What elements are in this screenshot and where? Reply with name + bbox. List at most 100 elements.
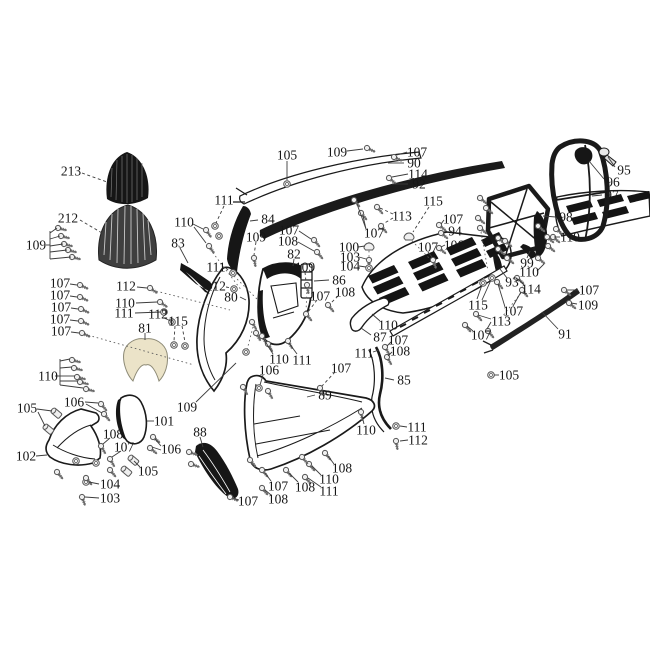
part-label-85: 85 bbox=[397, 373, 411, 388]
leader-line bbox=[264, 472, 272, 482]
leader-line bbox=[476, 284, 483, 300]
leader-line bbox=[440, 219, 445, 225]
screw-icon bbox=[54, 224, 67, 232]
screw-icon bbox=[549, 233, 561, 244]
part-label-80: 80 bbox=[224, 290, 238, 305]
grommet-icon bbox=[363, 242, 375, 251]
screw-icon bbox=[534, 222, 546, 233]
part-81-shape bbox=[123, 338, 168, 382]
leader-line bbox=[570, 302, 578, 305]
screw-icon bbox=[437, 229, 449, 240]
part-label-107: 107 bbox=[443, 212, 464, 227]
screw-icon bbox=[100, 410, 111, 422]
leader-line bbox=[49, 227, 58, 234]
leader-line bbox=[253, 241, 257, 256]
leader-line bbox=[288, 342, 298, 355]
screw-icon bbox=[246, 456, 257, 468]
leader-line bbox=[69, 295, 78, 298]
screw-icon bbox=[149, 433, 161, 444]
leader-line bbox=[264, 489, 272, 496]
leader-line bbox=[85, 403, 103, 414]
part-label-110: 110 bbox=[174, 215, 194, 230]
leader-line bbox=[49, 256, 72, 260]
part-label-110: 110 bbox=[319, 472, 339, 487]
part-label-112: 112 bbox=[408, 433, 428, 448]
part-label-111: 111 bbox=[206, 260, 225, 275]
screw-icon bbox=[429, 256, 438, 269]
screw-icon bbox=[258, 484, 269, 496]
screw-icon bbox=[76, 378, 89, 386]
part-label-107: 107 bbox=[407, 145, 428, 160]
screw-icon bbox=[301, 473, 312, 485]
part-label-91: 91 bbox=[558, 327, 572, 342]
leader-line bbox=[173, 325, 176, 342]
leader-line bbox=[329, 295, 339, 305]
leader-line bbox=[327, 455, 335, 465]
construction-line bbox=[411, 240, 432, 261]
part-label-107: 107 bbox=[50, 312, 71, 327]
screw-icon bbox=[472, 310, 483, 322]
part-label-88: 88 bbox=[193, 425, 207, 440]
leader-line bbox=[195, 362, 237, 403]
washer-icon bbox=[365, 264, 373, 272]
screw-icon bbox=[264, 387, 274, 400]
leader-line bbox=[440, 244, 446, 248]
part-label-89: 89 bbox=[318, 388, 332, 403]
part-82-dark-left bbox=[258, 290, 270, 339]
bolt-icon bbox=[50, 407, 63, 419]
leader-line bbox=[37, 411, 46, 427]
leader-line bbox=[133, 460, 141, 468]
leader-line bbox=[588, 160, 605, 180]
part-label-109: 109 bbox=[26, 238, 47, 253]
part-label-106: 106 bbox=[444, 238, 465, 253]
screw-icon bbox=[302, 310, 313, 322]
screw-icon bbox=[97, 442, 107, 455]
part-label-107: 107 bbox=[418, 240, 439, 255]
leader-lines bbox=[35, 148, 616, 501]
part-floorboard-right-treads bbox=[566, 191, 650, 225]
part-label-113: 113 bbox=[491, 314, 511, 329]
part-label-105: 105 bbox=[138, 464, 159, 479]
leader-line bbox=[358, 256, 367, 260]
part-96-shape bbox=[574, 147, 593, 165]
part-89-shape bbox=[243, 374, 376, 471]
screw-icon bbox=[494, 245, 506, 256]
screw-icon bbox=[377, 222, 388, 234]
part-label-107: 107 bbox=[51, 324, 72, 339]
leader-line bbox=[84, 401, 99, 404]
screw-icon bbox=[565, 299, 577, 310]
part-label-83: 83 bbox=[171, 236, 185, 251]
leader-line bbox=[391, 173, 409, 178]
part-label-94: 94 bbox=[448, 224, 462, 239]
washer-icon bbox=[215, 232, 223, 240]
part-label-112: 112 bbox=[206, 279, 226, 294]
leader-line bbox=[356, 203, 367, 230]
washer-icon bbox=[229, 269, 237, 277]
washer-icon bbox=[392, 422, 400, 430]
part-label-114: 114 bbox=[408, 167, 428, 182]
grommet-icon bbox=[403, 232, 415, 241]
leader-line bbox=[292, 258, 295, 267]
part-label-112: 112 bbox=[116, 279, 136, 294]
leader-line bbox=[346, 148, 364, 152]
leader-line bbox=[360, 327, 372, 336]
leader-line bbox=[70, 307, 79, 310]
part-label-107: 107 bbox=[310, 289, 331, 304]
leader-line bbox=[362, 215, 367, 230]
part-83-shape bbox=[180, 263, 213, 294]
screw-icon bbox=[461, 321, 472, 333]
leader-line bbox=[262, 337, 274, 355]
part-label-107: 107 bbox=[471, 328, 492, 343]
screw-icon bbox=[239, 383, 249, 396]
part-label-107: 107 bbox=[50, 288, 71, 303]
part-label-107: 107 bbox=[268, 479, 289, 494]
screw-icon bbox=[82, 385, 95, 393]
part-label-108: 108 bbox=[103, 427, 124, 442]
leader-line bbox=[387, 351, 393, 357]
part-label-109: 109 bbox=[578, 298, 599, 313]
part-82-window bbox=[270, 282, 299, 319]
leader-line bbox=[306, 394, 316, 398]
screw-icon bbox=[146, 444, 158, 455]
